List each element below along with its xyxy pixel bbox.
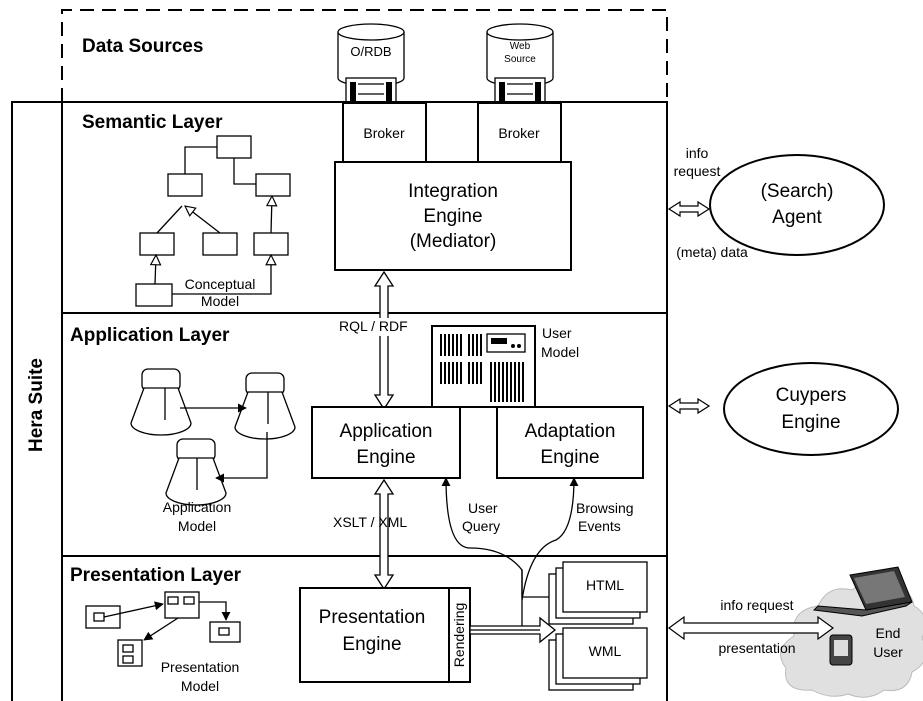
wml-document-stack: WML [548,627,648,691]
browsing-events-arrow [521,477,579,601]
broker-label-2: Broker [498,125,540,141]
search-agent-line1: (Search) [761,181,834,202]
xslt-xml-label: XSLT / XML [333,514,407,530]
presentation-output-label: presentation [718,640,795,656]
agent-double-arrow [667,200,711,218]
broker-box-2 [477,102,562,163]
presentation-model-label-2: Model [181,678,219,694]
cuypers-engine-line1: Cuypers [776,385,847,406]
data-sources-region: Data Sources [61,9,668,102]
html-doc-label: HTML [586,577,624,593]
info-request-label: info request [720,597,793,613]
presentation-model-label-1: Presentation [161,659,240,675]
integration-engine-line2: Engine [423,206,482,227]
presentation-layer-title: Presentation Layer [70,565,242,586]
agent-info-label: info [686,145,709,161]
application-model-label-2: Model [178,518,216,534]
user-model-server-icon [431,325,536,408]
adaptation-engine-box [496,406,644,479]
end-user-label-1: End [876,625,901,641]
adaptation-engine-line2: Engine [540,447,599,468]
end-user-double-arrow [667,615,835,641]
agent-meta-data-label: (meta) data [676,244,748,260]
conceptual-model-label-1: Conceptual [185,276,256,292]
database-ordb-label: O/RDB [350,44,391,59]
presentation-engine-box [299,587,471,683]
search-agent-line2: Agent [772,207,822,228]
hera-suite-frame [11,101,62,701]
cuypers-engine-ellipse [723,362,899,456]
rql-rdf-label: RQL / RDF [339,318,408,334]
application-model-graph: Application Model [130,368,296,534]
wml-doc-label: WML [589,643,622,659]
rendering-label: Rendering [451,603,467,668]
cuypers-engine-line2: Engine [781,412,840,433]
database-ordb: O/RDB [337,23,405,105]
semantic-layer-title: Semantic Layer [82,112,223,133]
broker-label-1: Broker [363,125,405,141]
cuypers-double-arrow [667,397,711,415]
browsing-events-label-2: Events [578,518,621,534]
application-engine-line2: Engine [356,447,415,468]
pda-icon [829,634,853,666]
laptop-icon [812,566,913,617]
adaptation-engine-line1: Adaptation [525,421,616,442]
user-model-label-1: User [542,325,572,341]
database-web-source: Web Source [486,23,554,105]
hera-suite-label: Hera Suite [26,358,47,452]
database-web-label-2: Source [504,54,536,65]
application-model-label-1: Application [163,499,232,515]
html-document-stack: HTML [548,561,648,625]
presentation-engine-line2: Engine [342,634,401,655]
user-query-label-1: User [468,500,498,516]
application-engine-line1: Application [340,421,433,442]
integration-engine-line1: Integration [408,181,498,202]
application-engine-box [311,406,461,479]
data-sources-title: Data Sources [82,36,203,57]
database-web-label-1: Web [510,41,531,52]
agent-request-label: request [674,163,721,179]
integration-engine-box [334,161,572,271]
user-query-label-2: Query [462,518,500,534]
integration-engine-line3: (Mediator) [410,231,497,252]
conceptual-model-graph: Conceptual Model [135,135,291,309]
broker-box-1 [342,102,427,163]
presentation-engine-line1: Presentation [319,607,426,628]
rendering-output-arrow [469,616,557,644]
end-user-label-2: User [873,644,903,660]
application-layer-title: Application Layer [70,325,230,346]
presentation-model-graph: Presentation Model [85,591,241,694]
search-agent-ellipse [709,154,885,256]
browsing-events-label-1: Browsing [576,500,634,516]
user-query-arrow [441,477,560,598]
user-model-label-2: Model [541,344,579,360]
conceptual-model-label-2: Model [201,293,239,309]
